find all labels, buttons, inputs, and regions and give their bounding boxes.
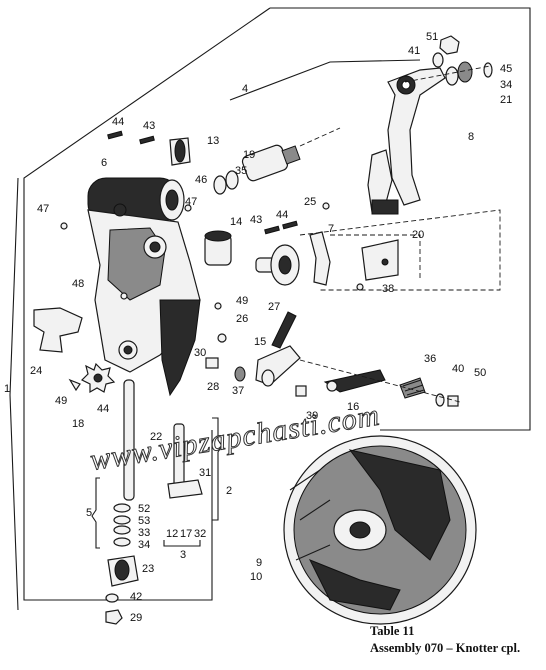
callout-label: 25	[304, 196, 316, 208]
callout-label: 48	[72, 278, 84, 290]
knotter-wheel-9-10	[283, 435, 477, 625]
callout-label: 43	[250, 214, 262, 226]
callout-label: 2	[226, 485, 232, 497]
assembly-title: Assembly 070 – Knotter cpl.	[370, 641, 520, 655]
callout-label: 39	[306, 410, 318, 422]
link-part-7	[309, 231, 331, 286]
callout-label: 5	[86, 507, 92, 519]
callout-label: 8	[468, 131, 474, 143]
pins	[107, 130, 298, 235]
callout-label: 7	[328, 223, 334, 235]
callout-label: 53	[138, 515, 150, 527]
washer-stack	[105, 503, 139, 625]
callout-label: 9	[256, 557, 262, 569]
callout-label: 50	[474, 367, 486, 379]
callout-label: 41	[408, 45, 420, 57]
callout-label: 19	[243, 149, 255, 161]
callout-label: 33	[138, 527, 150, 539]
callout-label: 47	[185, 196, 197, 208]
callout-label: 51	[426, 31, 438, 43]
callout-label: 16	[347, 401, 359, 413]
callout-label: 44	[97, 403, 109, 415]
callout-label: 14	[230, 216, 242, 228]
spring-part-36	[399, 377, 426, 399]
callout-label: 49	[55, 395, 67, 407]
knotter-frame-6	[87, 177, 201, 397]
shaft-part-19	[213, 127, 341, 195]
callout-label: 29	[130, 612, 142, 624]
roller-part-13	[169, 137, 191, 166]
callout-label: 46	[195, 174, 207, 186]
callout-label: 34	[138, 539, 150, 551]
callout-label: 40	[452, 363, 464, 375]
callout-labels: 51 41 45 34 21 4 8 44 43 13 6 19 35 46 2…	[4, 31, 512, 624]
callout-label: 22	[150, 431, 162, 443]
callout-label: 23	[142, 563, 154, 575]
callout-label: 10	[250, 571, 262, 583]
callout-label: 34	[500, 79, 512, 91]
callout-label: 3	[180, 549, 186, 561]
callout-label: 47	[37, 203, 49, 215]
callout-label: 44	[276, 209, 288, 221]
callout-label: 13	[207, 135, 219, 147]
callout-label: 45	[500, 63, 512, 75]
callout-label: 36	[424, 353, 436, 365]
callout-label: 27	[268, 301, 280, 313]
callout-label: 18	[72, 418, 84, 430]
bracket-part-20	[361, 239, 399, 281]
star-wheel-part-18	[68, 362, 116, 394]
callout-label: 32	[194, 528, 206, 540]
group-braces	[91, 417, 223, 549]
callout-label: 38	[382, 283, 394, 295]
lever-part-16	[323, 369, 386, 393]
washers-40-50	[299, 359, 461, 407]
callout-label: 4	[242, 83, 248, 95]
callout-label: 6	[101, 157, 107, 169]
callout-label: 26	[236, 313, 248, 325]
shaft-part-22	[123, 379, 203, 501]
callout-label: 1	[4, 383, 10, 395]
callout-label: 52	[138, 503, 150, 515]
callout-label: 43	[143, 120, 155, 132]
callout-label: 12	[166, 528, 178, 540]
callout-label: 15	[254, 336, 266, 348]
table-number: Table 11	[370, 624, 414, 638]
top-fasteners	[404, 35, 493, 86]
claw-part-24	[33, 307, 83, 353]
callout-label: 49	[236, 295, 248, 307]
callout-label: 21	[500, 94, 512, 106]
small-hardware	[60, 202, 364, 397]
callout-label: 20	[412, 229, 424, 241]
callout-label: 30	[194, 347, 206, 359]
lever-part-8	[229, 59, 446, 215]
callout-label: 42	[130, 591, 142, 603]
callout-label: 17	[180, 528, 192, 540]
callout-label: 31	[199, 467, 211, 479]
callout-label: 28	[207, 381, 219, 393]
callout-label: 24	[30, 365, 42, 377]
callout-label: 37	[232, 385, 244, 397]
gear-part-27	[255, 244, 300, 286]
callout-label: 44	[112, 116, 124, 128]
spool-part-14	[204, 230, 232, 266]
callout-label: 35	[235, 165, 247, 177]
assembly-boundary	[9, 7, 531, 611]
